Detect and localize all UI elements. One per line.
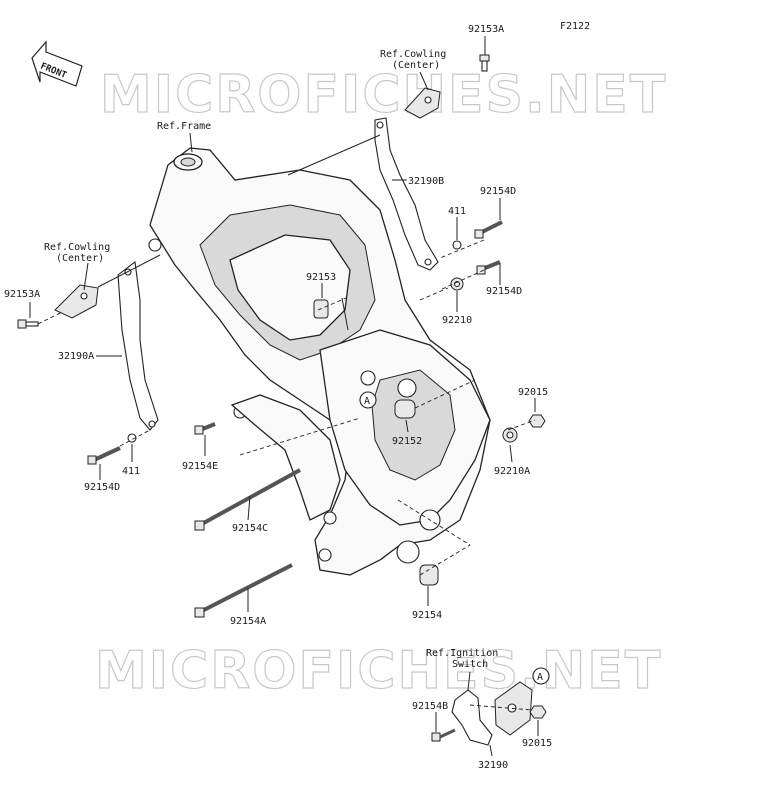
collar-92154 [419, 564, 439, 586]
label-32190a: 32190A [58, 351, 94, 362]
label-92152: 92152 [392, 436, 422, 447]
cowling-bracket-left [54, 284, 99, 319]
label-92154c: 92154C [232, 523, 268, 534]
label-92210: 92210 [442, 315, 472, 326]
diagram-code: F2122 [560, 21, 590, 32]
nut-92015-right [528, 414, 546, 428]
label-32190b: 32190B [408, 176, 444, 187]
label-92154a: 92154A [230, 616, 266, 627]
nut-92210 [450, 277, 464, 291]
bolt-92154a [194, 563, 293, 618]
label-92154b: 92154B [412, 701, 448, 712]
label-411-left: 411 [122, 466, 140, 477]
cowling-bracket-top [404, 87, 441, 119]
nut-92015-bottom [529, 705, 547, 719]
bracket-32190b [374, 117, 439, 271]
dashed-lines [37, 239, 536, 711]
marker-a2-label: A [537, 672, 543, 683]
label-92015-bottom: 92015 [522, 738, 552, 749]
label-ref-ignition-1: Ref.Ignition [426, 648, 498, 659]
bolt-92153a-left [17, 319, 39, 329]
main-frame-drawing: A [148, 147, 491, 576]
label-411-right: 411 [448, 206, 466, 217]
bolt-92154d-top-right [474, 220, 503, 239]
nut-92210a [502, 427, 518, 443]
label-ref-cowling-top-2: (Center) [392, 60, 440, 71]
bolt-92154e [194, 422, 216, 435]
label-ref-cowling-top-1: Ref.Cowling [380, 49, 446, 60]
label-ref-ignition-2: Switch [452, 659, 488, 670]
watermark-top: MICROFICHES.NET [100, 65, 667, 125]
bolt-92154c [194, 468, 301, 531]
label-92015-right: 92015 [518, 387, 548, 398]
washer-411-left [127, 433, 137, 443]
marker-a-label: A [364, 396, 370, 407]
bolt-92154d-right [476, 260, 501, 275]
marker-a-circle [359, 391, 377, 409]
front-arrow-icon: FRONT [31, 40, 83, 87]
label-92153a-top: 92153A [468, 24, 504, 35]
label-ref-cowling-left-1: Ref.Cowling [44, 242, 110, 253]
leader-lines [29, 71, 539, 757]
washer-411-right [452, 240, 462, 250]
label-ref-cowling-left-2: (Center) [56, 253, 104, 264]
watermark-bottom: MICROFICHES.NET [95, 641, 662, 701]
label-92153: 92153 [306, 272, 336, 283]
label-92210a: 92210A [494, 466, 530, 477]
label-92154d-left: 92154D [84, 482, 120, 493]
bolt-92154d-left [87, 446, 121, 465]
bolt-92154b [431, 728, 456, 742]
label-32190: 32190 [478, 760, 508, 771]
label-ref-frame: Ref.Frame [157, 121, 211, 132]
marker-a2-circle [532, 667, 550, 685]
label-92154d-right: 92154D [486, 286, 522, 297]
bracket-32190a [117, 260, 159, 431]
label-92154: 92154 [412, 610, 442, 621]
label-92154d-top: 92154D [480, 186, 516, 197]
label-92154e: 92154E [182, 461, 218, 472]
collar-92152 [394, 399, 416, 419]
label-92153a-left: 92153A [4, 289, 40, 300]
